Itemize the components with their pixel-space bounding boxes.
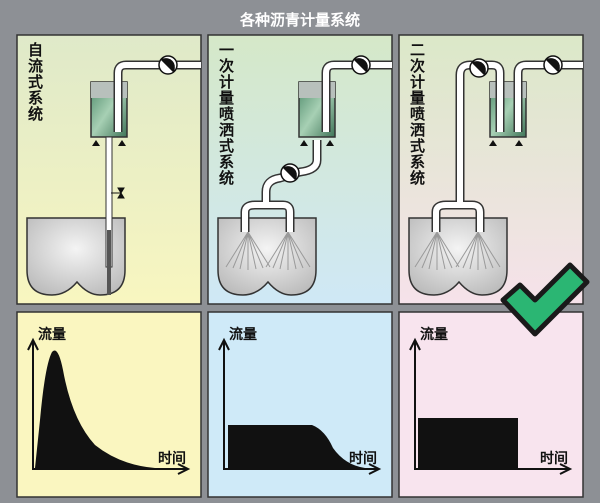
y-axis <box>218 337 230 470</box>
y-axis-label: 流量 <box>38 327 66 343</box>
y-axis-label: 流量 <box>420 327 448 343</box>
load-cell-icon <box>92 140 126 146</box>
x-axis <box>224 463 382 475</box>
chart-single <box>218 337 382 475</box>
flow-area <box>418 418 518 468</box>
valve-icon <box>157 54 179 76</box>
page-title: 各种沥青计量系统 <box>239 11 360 29</box>
x-axis-label: 时间 <box>540 451 568 467</box>
label-gravity-system: 自流式系统 <box>26 42 44 122</box>
flow-area <box>35 350 155 468</box>
x-axis-label: 时间 <box>349 451 377 467</box>
mixer-vessel <box>26 217 126 296</box>
double-metering-diagram <box>408 54 583 296</box>
checkmark-icon <box>500 262 590 337</box>
gate-valve-icon <box>111 187 125 199</box>
chart-double <box>409 337 573 475</box>
x-axis-label: 时间 <box>158 451 186 467</box>
label-single-metering-system: 一次计量喷洒式系统 <box>217 42 235 186</box>
y-axis <box>27 337 39 470</box>
single-metering-diagram <box>217 54 392 296</box>
y-axis-label: 流量 <box>229 327 257 343</box>
label-double-metering-system: 二次计量喷洒式系统 <box>408 42 426 186</box>
x-axis <box>415 463 573 475</box>
x-axis <box>33 463 191 475</box>
flow-area <box>228 425 365 468</box>
chart-gravity <box>27 337 191 475</box>
asphalt-stream <box>107 230 111 295</box>
y-axis <box>409 337 421 470</box>
gravity-diagram <box>26 54 201 296</box>
